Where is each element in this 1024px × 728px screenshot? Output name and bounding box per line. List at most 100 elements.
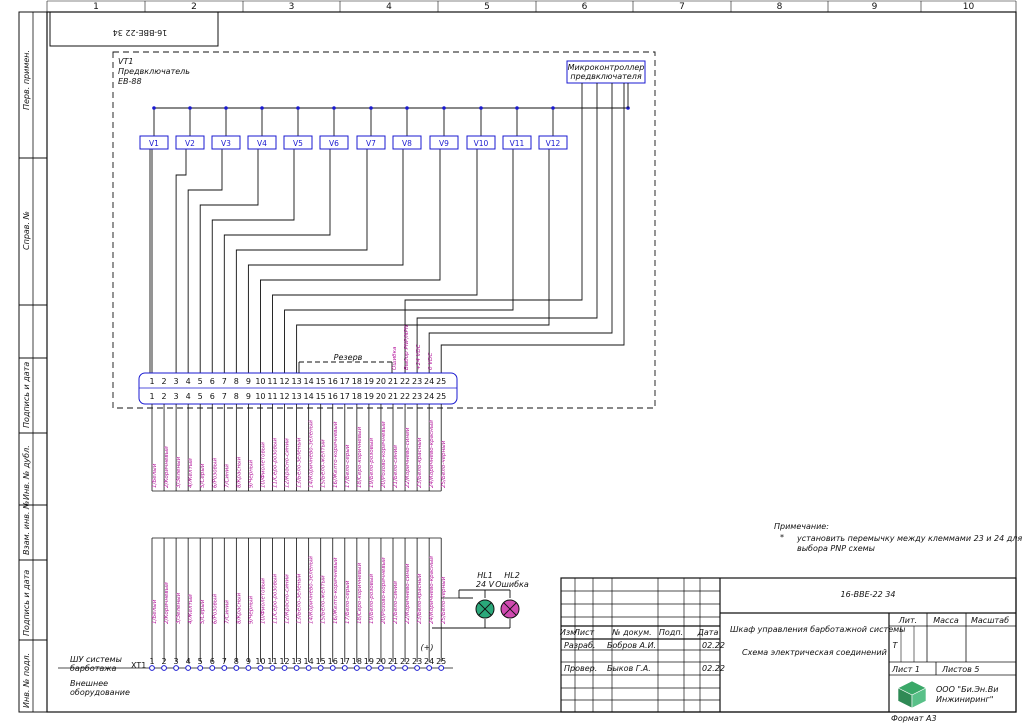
wire-label: 7/Синий	[224, 600, 230, 624]
terminal-number: 23	[412, 377, 422, 386]
zone-number: 9	[872, 2, 878, 12]
tb-header: Лист	[573, 628, 595, 637]
zone-number: 4	[386, 2, 392, 12]
xt1-terminal-number: 8	[234, 657, 239, 666]
podp-data-label-2: Подпись и дата	[22, 570, 31, 636]
plus-label: (+)	[421, 643, 434, 652]
tb-prover-label: Провер.	[564, 664, 597, 673]
xt1-terminal	[257, 665, 264, 671]
wire-label: 25/Бело-черный	[441, 440, 447, 488]
tb-format: Формат А3	[891, 714, 937, 723]
hl1-label: 24 V	[476, 580, 495, 589]
valve-label: V6	[329, 139, 339, 148]
wire-label: 2/Коричневый	[164, 582, 170, 624]
terminal-number: 24	[424, 377, 434, 386]
ext-left-line1: ШУ системы	[70, 655, 122, 664]
wire-label: 21/Бело-синий	[393, 445, 399, 488]
wire-label: 3/Зеленый	[176, 456, 182, 488]
tb-prover-name: Быков Г.А.	[607, 664, 651, 673]
terminal-number: 7	[222, 392, 227, 401]
terminal-number: 15	[316, 377, 326, 386]
terminal-function-label: Выбор PNP/NPN	[404, 324, 410, 370]
xt1-terminal	[353, 665, 360, 671]
junction-dot	[260, 106, 264, 110]
terminal-number: 11	[267, 377, 277, 386]
wire-label: 22/Коричнево-синий	[405, 427, 411, 488]
valve-v4: V4	[247, 135, 277, 150]
terminal-number: 13	[292, 377, 302, 386]
wire-label: 23/Бело-красный	[417, 573, 423, 624]
terminal-number: 6	[210, 377, 215, 386]
xt1-terminal	[329, 665, 336, 671]
tb-lit-value: Т	[893, 641, 899, 650]
reserve-marker: Резерв	[298, 353, 393, 373]
xt1-terminal	[366, 665, 372, 671]
vt1-name: Предвключатель	[118, 67, 190, 76]
vt1-ref: VT1	[118, 57, 133, 66]
xt1-terminal	[233, 665, 240, 671]
terminal-number: 13	[292, 392, 302, 401]
wire-label: 2/Коричневый	[164, 446, 170, 488]
terminal-number: 20	[376, 377, 386, 386]
tb-header: Изм	[560, 628, 576, 637]
valve-label: V7	[366, 139, 376, 148]
tb-header: Подп.	[659, 628, 683, 637]
tb-razrab-label: Разраб.	[564, 641, 595, 650]
valve-v9: V9	[429, 135, 459, 150]
xt1-terminal	[269, 665, 276, 671]
valve-label: V2	[185, 139, 195, 148]
top-stamp-code: 16-BBE-22 34	[113, 28, 168, 37]
wire-label: 11/Серо-розовый	[273, 438, 279, 488]
xt1-terminal-number: 13	[292, 657, 302, 666]
terminal-number: 11	[267, 392, 277, 401]
xt1-terminal-number: 4	[186, 657, 191, 666]
terminal-number: 9	[246, 392, 251, 401]
tb-doc-code: 16-BBE-22 34	[841, 590, 896, 599]
terminal-number: 25	[436, 377, 446, 386]
note: Примечание: * установить перемычку между…	[774, 522, 1022, 553]
xt1-terminal-number: 1	[149, 657, 154, 666]
tb-masshtab-label: Масштаб	[971, 616, 1009, 625]
left-strip: Перв. примен. Справ. № Подпись и дата Ин…	[18, 11, 48, 713]
terminal-number: 16	[328, 392, 338, 401]
junction-dot	[224, 106, 228, 110]
xt1-terminal-number: 10	[255, 657, 265, 666]
wire-label: 12/Красно-синий	[285, 438, 291, 488]
terminal-number: 24	[424, 392, 434, 401]
xt1-terminal	[414, 665, 421, 671]
valve-v2: V2	[175, 135, 205, 150]
wire-label: 7/Синий	[224, 464, 230, 488]
wire-label: 8/Красный	[236, 592, 242, 624]
xt1-terminal	[426, 665, 433, 671]
wire-label: 13/Бело-зеленый	[297, 573, 303, 624]
wire-label: 17/Бело-серый	[345, 580, 351, 624]
terminal-number: 8	[234, 392, 239, 401]
tb-company-line1: ООО "Би.Эн.Ви	[936, 685, 998, 694]
wire-label: 4/Желтый	[188, 458, 194, 488]
terminal-number: 8	[234, 377, 239, 386]
tb-system-name: Шкаф управления барботажной системы	[730, 625, 905, 634]
valve-v3: V3	[211, 135, 241, 150]
valve-label: V9	[439, 139, 449, 148]
xt1-terminal-number: 22	[400, 657, 410, 666]
xt1-terminal	[317, 665, 324, 671]
note-title: Примечание:	[774, 522, 829, 531]
valve-v8: V8	[392, 135, 422, 150]
valve-label: V1	[149, 139, 159, 148]
xt1-terminal-number: 3	[174, 657, 179, 666]
terminal-number: 18	[352, 392, 362, 401]
terminal-function-label: +24 VDC	[416, 344, 422, 370]
xt1-terminal-number: 18	[352, 657, 362, 666]
terminal-number: 6	[210, 392, 215, 401]
xt1-terminal	[173, 665, 180, 671]
ext-left-line3: Внешнее	[70, 679, 108, 688]
valve-label: V8	[402, 139, 412, 148]
zone-number: 1	[93, 2, 99, 12]
wire-label: 5/Серый	[200, 463, 206, 488]
terminal-number: 4	[186, 392, 191, 401]
wire-label: 9/Черный	[248, 596, 254, 624]
wire-label: 1/Белый	[152, 599, 158, 624]
terminal-number: 19	[364, 377, 374, 386]
